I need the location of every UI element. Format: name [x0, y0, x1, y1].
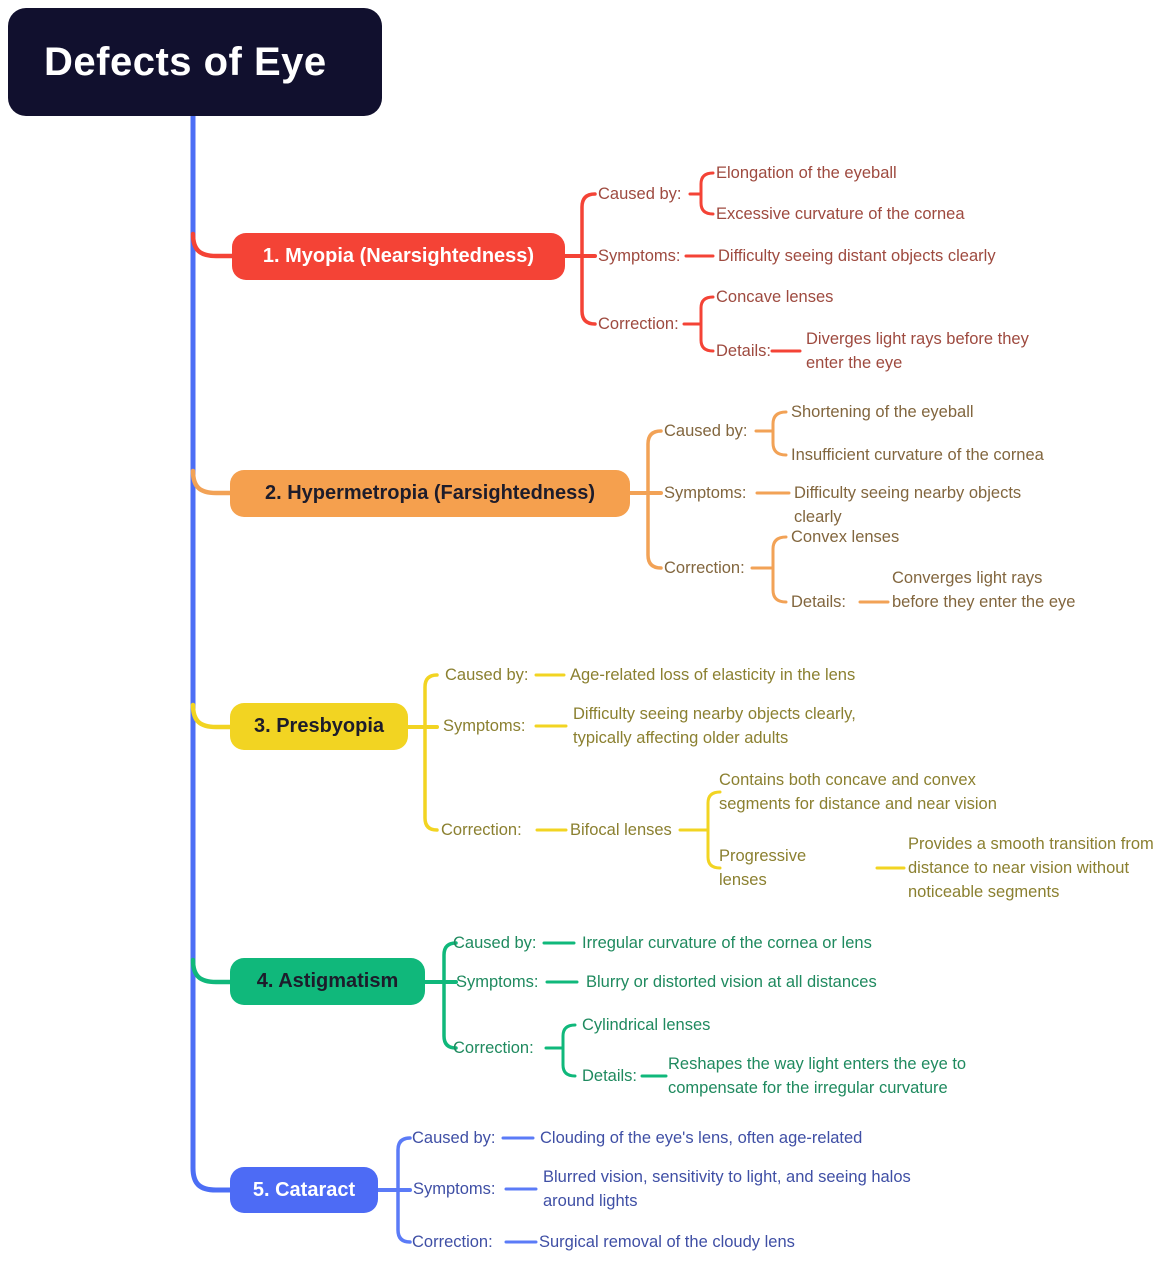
presbyopia-connectors: [190, 673, 906, 870]
presbyopia-cause-item[interactable]: Age-related loss of elasticity in the le…: [570, 666, 856, 684]
myopia-symptoms-item[interactable]: Difficulty seeing distant objects clearl…: [718, 247, 996, 265]
myopia-correction-label[interactable]: Correction:: [598, 315, 679, 333]
presbyopia-correction-item[interactable]: Bifocal lenses: [570, 821, 672, 839]
astigmatism-correction-item[interactable]: Cylindrical lenses: [582, 1016, 711, 1034]
hypermetropia-connectors: [190, 410, 890, 604]
cataract-cause-item[interactable]: Clouding of the eye's lens, often age-re…: [540, 1129, 863, 1147]
presbyopia-caused-by-label[interactable]: Caused by:: [445, 666, 529, 684]
cataract-symptoms-label[interactable]: Symptoms:: [413, 1180, 496, 1198]
hypermetropia-cause-item[interactable]: Insufficient curvature of the cornea: [791, 446, 1044, 464]
myopia-caused-by-label[interactable]: Caused by:: [598, 185, 682, 203]
node-astigmatism[interactable]: 4. Astigmatism: [230, 958, 425, 1005]
node-hypermetropia[interactable]: 2. Hypermetropia (Farsightedness): [230, 470, 630, 517]
node-presbyopia[interactable]: 3. Presbyopia: [230, 703, 408, 750]
presbyopia-bifocal-note[interactable]: Contains both concave and convex segment…: [719, 771, 997, 813]
hypermetropia-details-item[interactable]: Converges light rays before they enter t…: [892, 569, 1076, 611]
astigmatism-details-label[interactable]: Details:: [582, 1067, 638, 1085]
myopia-details-item[interactable]: Diverges light rays before they enter th…: [806, 330, 1029, 372]
presbyopia-symptoms-item[interactable]: Difficulty seeing nearby objects clearly…: [573, 705, 856, 747]
cataract-connectors: [376, 1136, 538, 1244]
hypermetropia-cause-item[interactable]: Shortening of the eyeball: [791, 403, 974, 421]
myopia-cause-item[interactable]: Elongation of the eyeball: [716, 164, 897, 182]
astigmatism-symptoms-label[interactable]: Symptoms:: [456, 973, 539, 991]
hypermetropia-caused-by-label[interactable]: Caused by:: [664, 422, 748, 440]
astigmatism-symptoms-item[interactable]: Blurry or distorted vision at all distan…: [586, 973, 877, 991]
hypermetropia-symptoms-item[interactable]: Difficulty seeing nearby objects clearly: [794, 484, 1022, 526]
hypermetropia-correction-item[interactable]: Convex lenses: [791, 528, 900, 546]
myopia-symptoms-label[interactable]: Symptoms:: [598, 247, 681, 265]
hypermetropia-details-label[interactable]: Details:: [791, 593, 847, 611]
hypermetropia-symptoms-label[interactable]: Symptoms:: [664, 484, 747, 502]
cataract-correction-item[interactable]: Surgical removal of the cloudy lens: [539, 1233, 795, 1251]
cataract-correction-label[interactable]: Correction:: [412, 1233, 493, 1251]
hypermetropia-correction-label[interactable]: Correction:: [664, 559, 745, 577]
node-cataract[interactable]: 5. Cataract: [230, 1167, 378, 1213]
cataract-symptoms-item[interactable]: Blurred vision, sensitivity to light, an…: [543, 1168, 911, 1210]
astigmatism-connectors: [190, 941, 668, 1078]
presbyopia-progressive-note[interactable]: Provides a smooth transition from distan…: [908, 835, 1153, 901]
myopia-details-label[interactable]: Details:: [716, 342, 772, 360]
root-node-title[interactable]: Defects of Eye: [8, 8, 382, 116]
astigmatism-caused-by-label[interactable]: Caused by:: [453, 934, 537, 952]
myopia-connectors: [190, 171, 802, 353]
myopia-cause-item[interactable]: Excessive curvature of the cornea: [716, 205, 965, 223]
cataract-caused-by-label[interactable]: Caused by:: [412, 1129, 496, 1147]
myopia-correction-item[interactable]: Concave lenses: [716, 288, 834, 306]
presbyopia-symptoms-label[interactable]: Symptoms:: [443, 717, 526, 735]
presbyopia-progressive-item[interactable]: Progressive lenses: [719, 847, 807, 889]
astigmatism-cause-item[interactable]: Irregular curvature of the cornea or len…: [582, 934, 872, 952]
node-myopia[interactable]: 1. Myopia (Nearsightedness): [232, 233, 565, 280]
astigmatism-details-item[interactable]: Reshapes the way light enters the eye to…: [668, 1055, 967, 1097]
presbyopia-correction-label[interactable]: Correction:: [441, 821, 522, 839]
spine-line: [190, 110, 234, 1193]
astigmatism-correction-label[interactable]: Correction:: [453, 1039, 534, 1057]
